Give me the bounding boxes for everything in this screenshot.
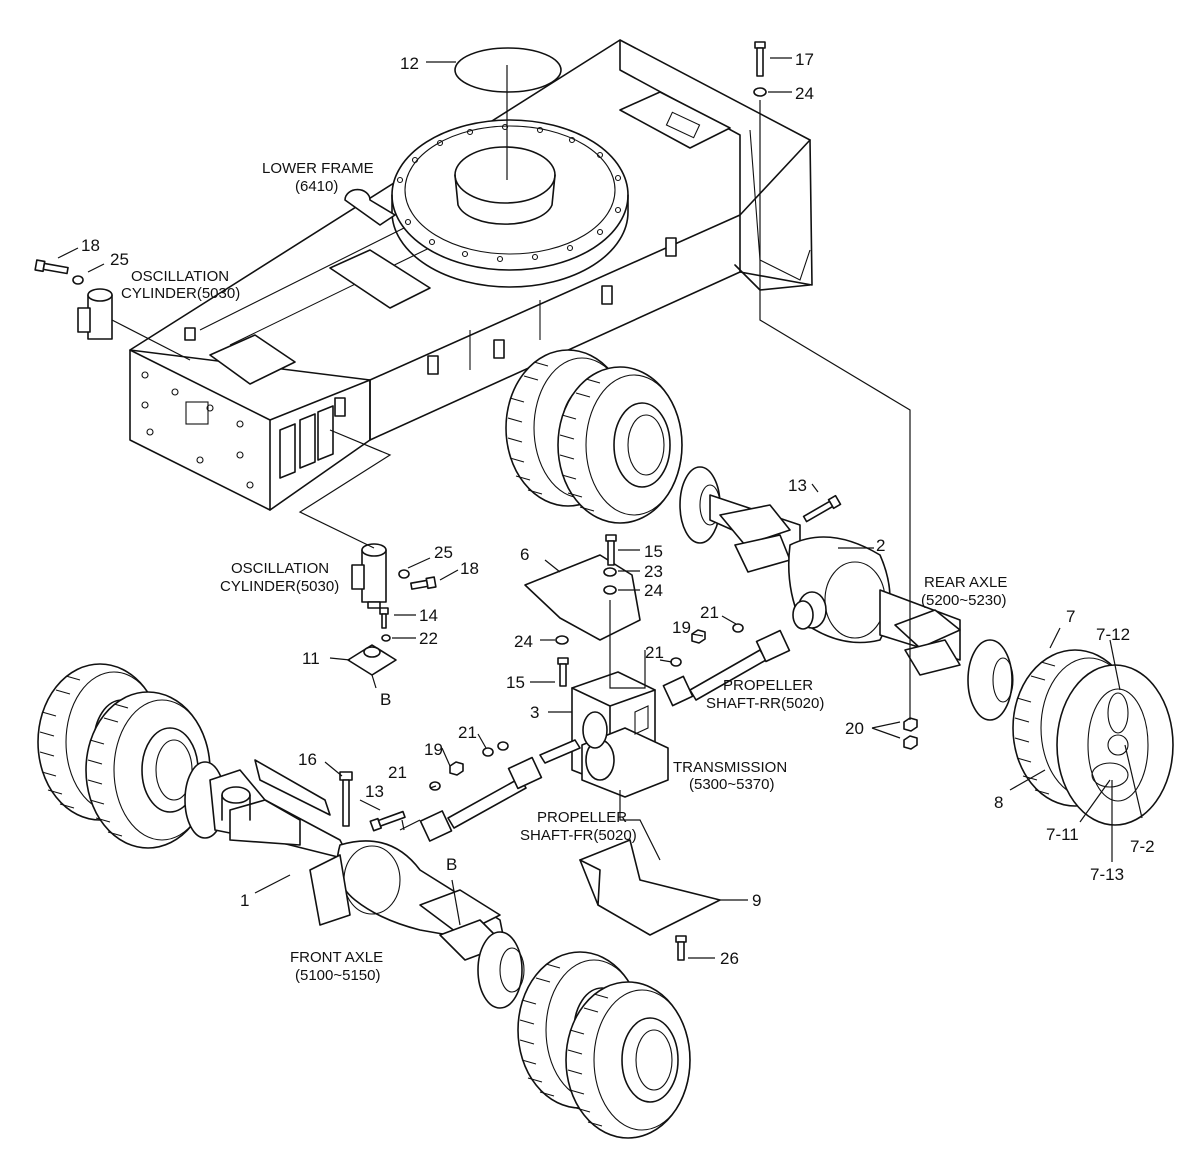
oscillation-cylinder-mid	[351, 543, 387, 609]
lower-frame-code: (6410)	[295, 178, 338, 195]
callout-18: 18	[81, 236, 100, 255]
callout-14: 14	[419, 606, 438, 625]
rear-axle-name: REAR AXLE	[924, 574, 1007, 591]
callout-15: 15	[644, 542, 663, 561]
osc-cyl-top-code: CYLINDER(5030)	[121, 285, 240, 302]
callout-21-rr2: 21	[645, 643, 664, 662]
callout-17: 17	[795, 50, 814, 69]
o-ring	[454, 47, 562, 93]
callout-2: 2	[876, 536, 885, 555]
callout-21-fr: 21	[458, 723, 477, 742]
callout-B-front: B	[446, 855, 457, 874]
fasteners	[34, 41, 918, 961]
propeller-shaft-rr	[662, 629, 791, 707]
mounting-plate	[524, 554, 641, 641]
callout-7-2: 7-2	[1130, 837, 1155, 856]
osc-cyl-top-name: OSCILLATION	[131, 268, 229, 285]
callout-7-13: 7-13	[1090, 865, 1124, 884]
callout-24-plate: 24	[644, 581, 663, 600]
bracket	[579, 839, 721, 936]
callout-16: 16	[298, 750, 317, 769]
callout-21-rr: 21	[700, 603, 719, 622]
propeller-shaft-fr	[419, 739, 581, 842]
lower-frame	[129, 39, 813, 511]
callout-12: 12	[400, 54, 419, 73]
callout-B-mid: B	[380, 690, 391, 709]
callout-25: 25	[110, 250, 129, 269]
rear-axle-code: (5200~5230)	[921, 592, 1007, 609]
rear-axle	[505, 349, 1174, 826]
front-axle-code: (5100~5150)	[295, 967, 381, 984]
callout-25-mid: 25	[434, 543, 453, 562]
callout-22: 22	[419, 629, 438, 648]
callout-7-11: 7-11	[1046, 825, 1079, 844]
assembly-labels: LOWER FRAME (6410) OSCILLATION CYLINDER(…	[121, 160, 1007, 984]
transmission	[571, 671, 669, 798]
callout-18-mid: 18	[460, 559, 479, 578]
callout-13: 13	[788, 476, 807, 495]
callout-21-fr2: 21	[388, 763, 407, 782]
callout-19-fr: 19	[424, 740, 443, 759]
front-axle	[37, 663, 691, 1139]
front-axle-name: FRONT AXLE	[290, 949, 383, 966]
callout-24-low: 24	[514, 632, 533, 651]
callout-19-rr: 19	[672, 618, 691, 637]
callout-6: 6	[520, 545, 529, 564]
callout-23: 23	[644, 562, 663, 581]
callout-13-fr: 13	[365, 782, 384, 801]
callout-8: 8	[994, 793, 1003, 812]
callout-11: 11	[302, 649, 320, 668]
osc-cyl-mid-code: CYLINDER(5030)	[220, 578, 339, 595]
oscillation-cylinder-top	[77, 288, 113, 340]
transmission-code: (5300~5370)	[689, 776, 775, 793]
callout-1: 1	[240, 891, 249, 910]
callout-9: 9	[752, 891, 761, 910]
propeller-fr-name: PROPELLER	[537, 809, 627, 826]
propeller-rr-name: PROPELLER	[723, 677, 813, 694]
callout-26: 26	[720, 949, 739, 968]
propeller-fr-code: SHAFT-FR(5020)	[520, 827, 637, 844]
callout-3: 3	[530, 703, 539, 722]
callout-numbers: 12 17 24 18 25 13 2 25 18 6 15 23 24 14 …	[81, 50, 1155, 968]
osc-cyl-mid-name: OSCILLATION	[231, 560, 329, 577]
callout-15-low: 15	[506, 673, 525, 692]
leader-lines	[57, 57, 1143, 959]
lower-frame-name: LOWER FRAME	[262, 160, 374, 177]
callout-7: 7	[1066, 607, 1075, 626]
callout-7-12: 7-12	[1096, 625, 1130, 644]
callout-24: 24	[795, 84, 814, 103]
propeller-rr-code: SHAFT-RR(5020)	[706, 695, 824, 712]
transmission-name: TRANSMISSION	[673, 759, 787, 776]
callout-20: 20	[845, 719, 864, 738]
